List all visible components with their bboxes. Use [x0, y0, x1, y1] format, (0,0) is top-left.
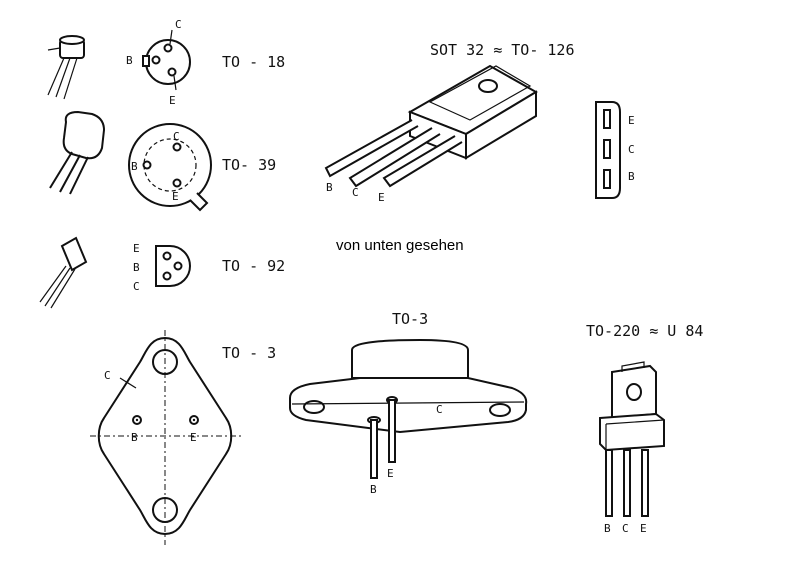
to39-pin-e: E — [172, 190, 179, 203]
sot32-side-view: E C B — [595, 101, 635, 199]
to18-pinout: C B E — [126, 18, 191, 107]
to3-flat-pin-c: C — [104, 369, 111, 382]
to3-flat-outline: C B E — [90, 330, 242, 545]
to220-pin-e: E — [640, 522, 647, 535]
to92-label: TO - 92 — [222, 257, 285, 275]
caption-bottom-view: von unten gesehen — [336, 237, 464, 254]
to220-pin-b: B — [604, 522, 611, 535]
sot32-3d-sketch: B C E — [324, 64, 538, 204]
sot32-pin-e: E — [378, 191, 385, 204]
to3-3d-pin-c: C — [436, 403, 443, 416]
sot32-side-pin-e: E — [628, 114, 635, 127]
to18-pin-b: B — [126, 54, 133, 67]
to39-3d-sketch — [49, 110, 106, 195]
to39-pin-c: C — [173, 130, 180, 143]
to3-flat-label: TO - 3 — [222, 344, 276, 362]
to92-3d-sketch — [39, 236, 88, 309]
sot32-label: SOT 32 ≈ TO- 126 — [430, 41, 575, 59]
to3-3d-label: TO-3 — [392, 310, 428, 328]
to18-pin-e: E — [169, 94, 176, 107]
to39-label: TO- 39 — [222, 156, 276, 174]
sot32-side-pin-b: B — [628, 170, 635, 183]
to92-pin-c: C — [133, 280, 140, 293]
sot32-pin-c: C — [352, 186, 359, 199]
to39-pin-b: B — [131, 160, 138, 173]
to3-3d-sketch: C B E — [289, 338, 528, 496]
to3-flat-pin-e: E — [190, 431, 197, 444]
to92-pinout: E B C — [133, 242, 191, 293]
to3-flat-pin-b: B — [131, 431, 138, 444]
to3-3d-pin-e: E — [387, 467, 394, 480]
to18-label: TO - 18 — [222, 53, 285, 71]
to92-pin-b: B — [133, 261, 140, 274]
to220-label: TO-220 ≈ U 84 — [586, 322, 703, 340]
sot32-side-pin-c: C — [628, 143, 635, 156]
to3-3d-pin-b: B — [370, 483, 377, 496]
to220-3d-sketch: B C E — [599, 361, 665, 535]
to18-3d-sketch — [47, 35, 85, 100]
to220-pin-c: C — [622, 522, 629, 535]
to92-pin-e: E — [133, 242, 140, 255]
sot32-pin-b: B — [326, 181, 333, 194]
to39-pinout: C B E — [128, 123, 212, 212]
to18-pin-c: C — [175, 18, 182, 31]
